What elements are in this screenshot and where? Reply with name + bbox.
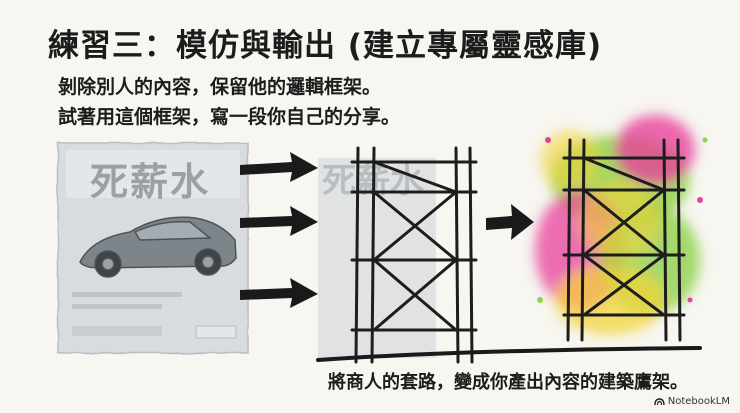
bottom-caption: 將商人的套路，變成你產出內容的建築鷹架。 — [328, 372, 688, 393]
ground-line — [316, 346, 702, 362]
framework-scaffold: 死薪水 — [318, 146, 478, 364]
notebooklm-icon — [654, 397, 665, 405]
original-ad-poster: 死薪水 — [57, 142, 249, 354]
instruction-line-1: 剝除別人的內容，保留他的邏輯框架。 — [58, 76, 382, 98]
instruction-line-2: 試著用這個框架，寫一段你自己的分享。 — [58, 106, 401, 128]
transform-arrow — [486, 204, 534, 240]
notebooklm-watermark: NotebookLM — [654, 396, 730, 407]
extract-arrows — [240, 152, 318, 308]
watermark-label: NotebookLM — [667, 396, 730, 407]
car-illustration — [79, 216, 237, 278]
new-content-scaffold — [535, 115, 708, 342]
page-title: 練習三：模仿與輸出 (建立專屬靈感庫) — [48, 28, 603, 64]
stamp-text: 死薪水 — [90, 160, 210, 204]
